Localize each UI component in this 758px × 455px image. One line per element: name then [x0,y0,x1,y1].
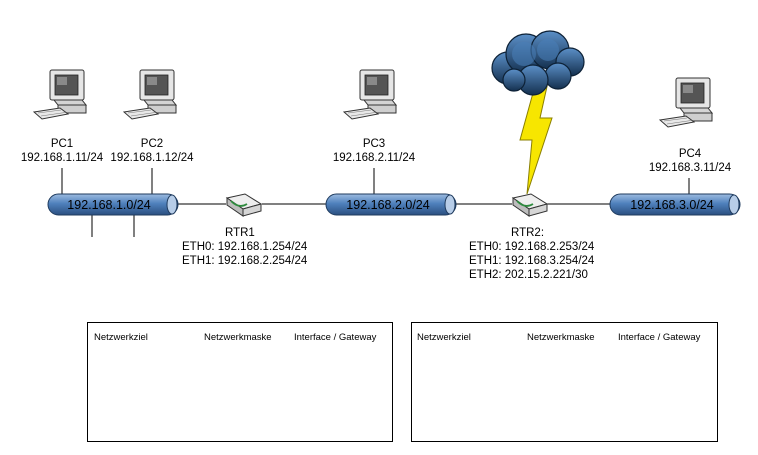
cloud-icon [491,30,585,96]
rt2-col-mask: Netzwerkmaske [527,332,595,343]
segment-3-pipe [609,193,741,216]
segment-2-label: 192.168.2.0/24 [346,198,430,212]
pc2-ip: 192.168.1.12/24 [110,152,194,164]
pc4-name: PC4 [678,148,702,160]
rtr1-eth1: ETH1: 192.168.2.254/24 [182,255,308,267]
pc1-computer-icon [33,69,87,120]
pc3-ip: 192.168.2.11/24 [332,152,416,164]
segment-3-label: 192.168.3.0/24 [630,198,714,212]
segment-2-pipe [325,193,457,216]
rtr2-label: RTR2: ETH0: 192.168.2.253/24 ETH1: 192.1… [469,226,594,282]
lightning-icon [519,81,553,195]
rtr2-eth1: ETH1: 192.168.3.254/24 [469,255,595,267]
pc1-label: PC1 192.168.1.11/24 [21,137,103,165]
pc3-label: PC3 192.168.2.11/24 [333,137,415,165]
rtr1-router-icon [226,193,262,217]
rtr2-eth0: ETH0: 192.168.2.253/24 [469,241,595,253]
pc2-label: PC2 192.168.1.12/24 [110,137,193,165]
rt1-col-interface: Interface / Gateway [294,332,377,343]
rt2-col-target: Netzwerkziel [417,332,471,343]
routing-table-rtr2: Netzwerkziel Netzwerkmaske Interface / G… [411,322,718,442]
pc2-name: PC2 [140,138,164,150]
pc1-name: PC1 [50,138,74,150]
pc4-label: PC4 192.168.3.11/24 [649,147,731,175]
rt1-col-target: Netzwerkziel [94,332,148,343]
pc1-ip: 192.168.1.11/24 [20,152,104,164]
rtr2-name: RTR2: [511,227,545,239]
rtr2-eth2: ETH2: 202.15.2.221/30 [469,269,588,281]
segment-1-label: 192.168.1.0/24 [67,198,151,212]
rt1-col-mask: Netzwerkmaske [204,332,272,343]
rtr1-eth0: ETH0: 192.168.1.254/24 [182,241,308,253]
rtr1-label: RTR1 ETH0: 192.168.1.254/24 ETH1: 192.16… [182,226,307,268]
rtr1-name: RTR1 [225,227,255,239]
pc4-ip: 192.168.3.11/24 [648,162,732,174]
pc3-computer-icon [343,69,397,120]
rt2-col-interface: Interface / Gateway [618,332,701,343]
routing-table-rtr1: Netzwerkziel Netzwerkmaske Interface / G… [87,322,393,442]
pc3-name: PC3 [362,138,386,150]
pc2-computer-icon [123,69,177,120]
rtr2-router-icon [512,193,548,217]
segment-1-pipe [47,193,179,216]
pc4-computer-icon [659,77,713,128]
